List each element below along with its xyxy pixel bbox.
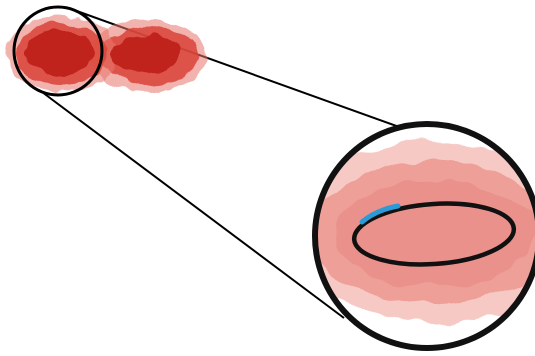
red-blob-icon (6, 16, 206, 92)
zoom-connector-bottom-line (42, 92, 344, 318)
magnifier-circle-icon (292, 124, 535, 348)
